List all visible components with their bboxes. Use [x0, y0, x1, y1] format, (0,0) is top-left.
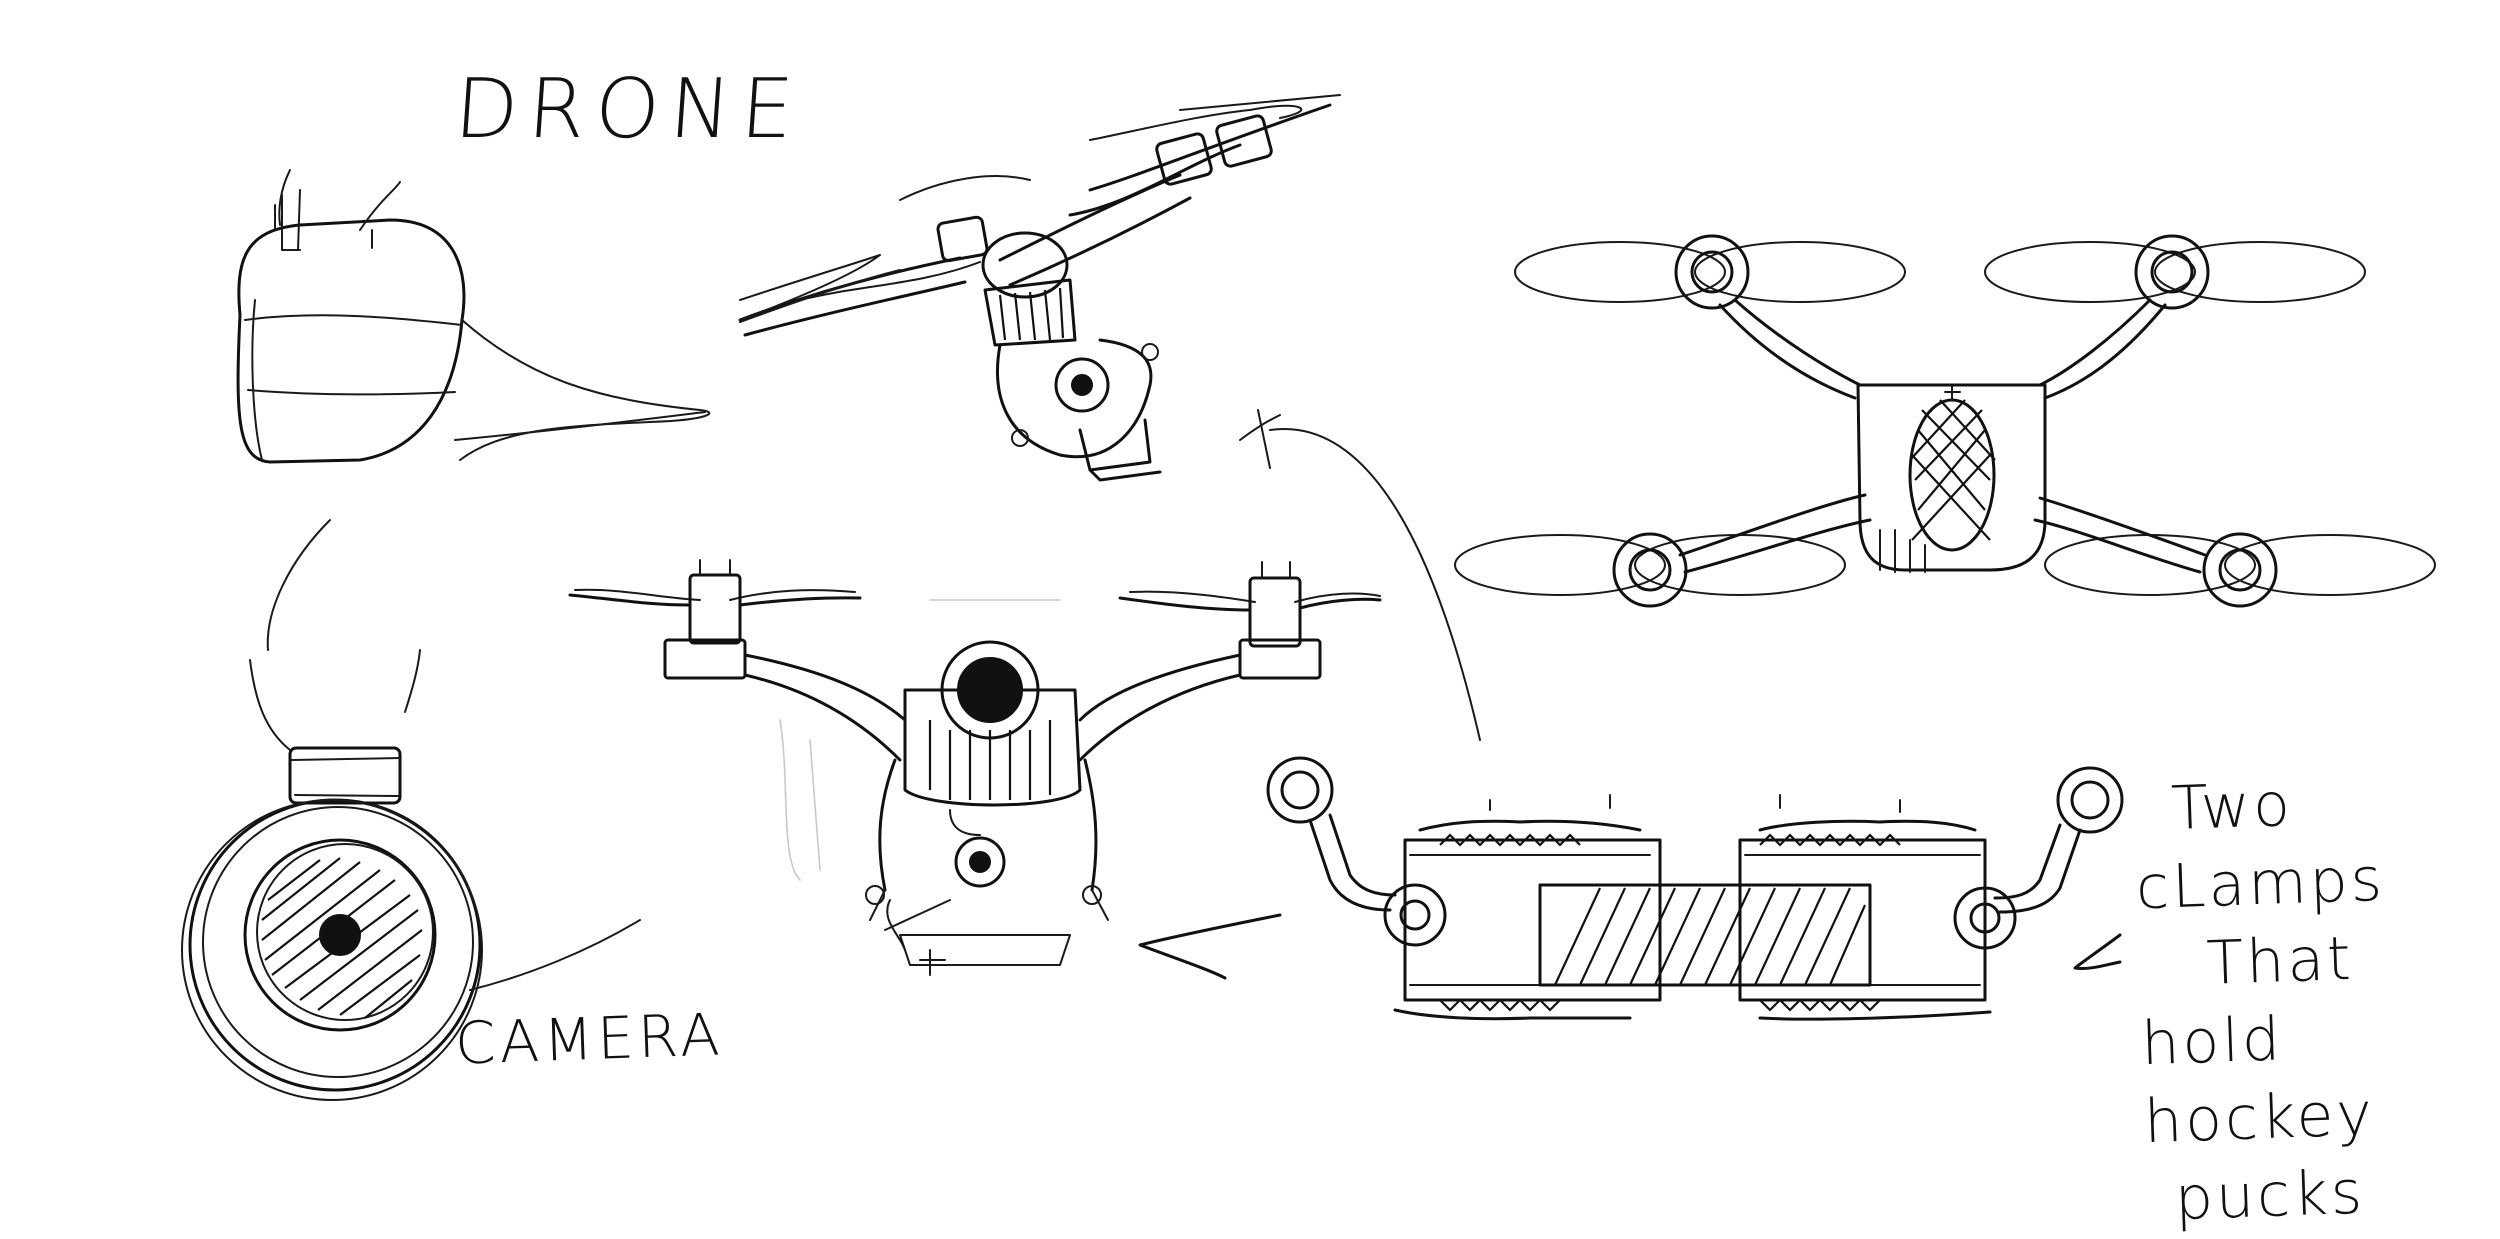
- clamp-annotation-line: Two: [2170, 769, 2294, 845]
- clamp-annotation-line: pucks: [2173, 1157, 2367, 1235]
- sketch-canvas: [181, 94, 2436, 1101]
- camera-side-view: [236, 169, 711, 464]
- drone-angled-view: [738, 94, 1341, 482]
- clamp-annotation-line: hold hockey: [2140, 1004, 2377, 1158]
- clamp-annotation-line: That: [2205, 923, 2355, 999]
- drone-front-view: [568, 559, 1382, 976]
- note-arrow: [2073, 933, 2122, 970]
- sketch-sheet: DRONE CAMERA Two cLamps That hold hockey…: [181, 62, 2436, 1234]
- drone-top-view: [1454, 234, 2436, 608]
- arrow-left: [1138, 913, 1282, 980]
- camera-label: CAMERA: [453, 1000, 725, 1078]
- clamp-assembly: [1266, 756, 2124, 1021]
- connector-arc: [1269, 428, 1481, 741]
- camera-front-view: [181, 649, 641, 1101]
- connector-arc: [266, 519, 331, 651]
- clamp-annotation: Two cLamps That hold hockey pucks: [2132, 759, 2500, 1239]
- clamp-annotation-line: cLamps: [2134, 844, 2387, 924]
- sketch-title: DRONE: [451, 62, 807, 157]
